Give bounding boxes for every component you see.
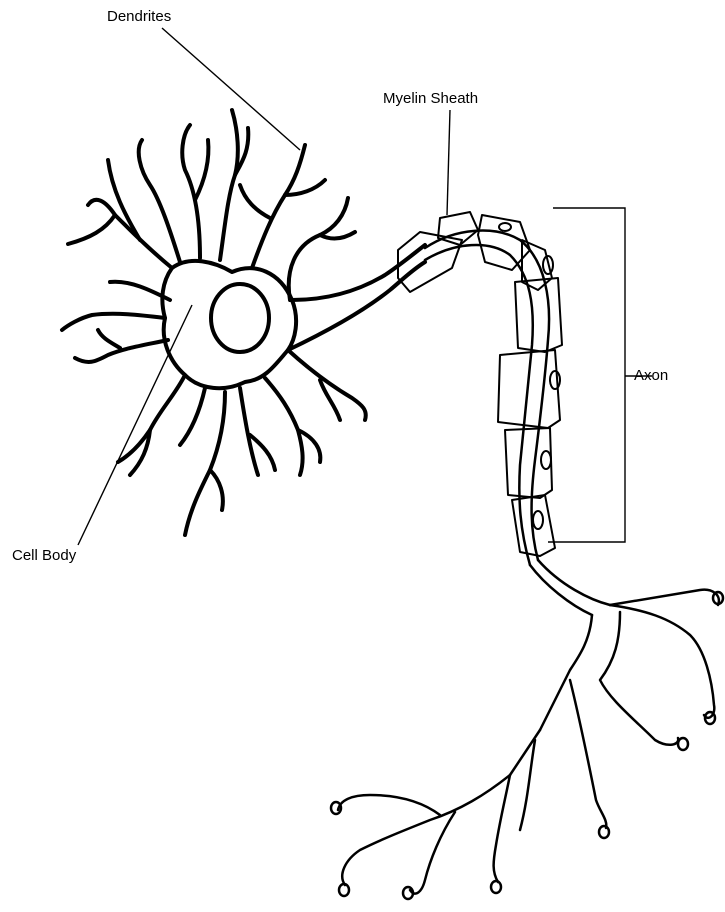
nucleus [211, 284, 269, 352]
axon-hillock [288, 262, 425, 350]
dendrite [289, 198, 348, 300]
myelin-segment [505, 428, 552, 498]
dendrite [108, 160, 140, 240]
dendrite [68, 215, 115, 244]
dendrite [240, 388, 258, 475]
synaptic-knob [599, 826, 609, 838]
node-of-ranvier [533, 511, 543, 529]
terminal-branch [342, 775, 510, 885]
terminal-branch [600, 612, 678, 745]
dendrite [62, 314, 165, 330]
terminal-trunk [530, 565, 592, 615]
dendrite [118, 375, 185, 462]
myelin-sheath-label: Myelin Sheath [383, 90, 478, 107]
terminal-branch [610, 590, 719, 605]
terminal-branch [540, 615, 592, 730]
dendrite [88, 200, 172, 268]
dendrite [210, 470, 223, 510]
terminal-branch [338, 795, 440, 815]
dendrites-label: Dendrites [107, 8, 171, 25]
dendrite [180, 388, 205, 445]
cell-body-leader-line [78, 305, 192, 545]
myelin-segment [398, 232, 462, 292]
dendrite [240, 185, 270, 218]
terminal-branch [610, 605, 714, 718]
terminal-branch [520, 740, 535, 830]
axon-terminals [331, 560, 723, 899]
terminal-branch [510, 730, 540, 775]
cell-body-label: Cell Body [12, 547, 76, 564]
dendrite [75, 340, 168, 362]
node-of-ranvier [499, 223, 511, 231]
dendrite [252, 145, 305, 268]
myelin-sheath-leader-line [447, 110, 450, 215]
node-of-ranvier [550, 371, 560, 389]
axon-hillock [292, 245, 425, 300]
axon-inner-line [425, 245, 533, 565]
dendrite [220, 110, 238, 260]
axon-label: Axon [634, 367, 668, 384]
dendrite [288, 350, 366, 420]
terminal-branch [494, 775, 510, 882]
dendrites-leader-line [162, 28, 300, 150]
dendrite [185, 392, 225, 535]
terminal-branch [570, 680, 606, 828]
dendrite [98, 330, 120, 348]
synaptic-knob [678, 738, 688, 750]
synaptic-knob [339, 884, 349, 896]
myelin-segment [498, 350, 560, 428]
dendrite [195, 140, 208, 200]
node-of-ranvier [541, 451, 551, 469]
synaptic-knob [491, 881, 501, 893]
terminal-trunk [538, 560, 610, 605]
cell-body-group [62, 110, 366, 535]
